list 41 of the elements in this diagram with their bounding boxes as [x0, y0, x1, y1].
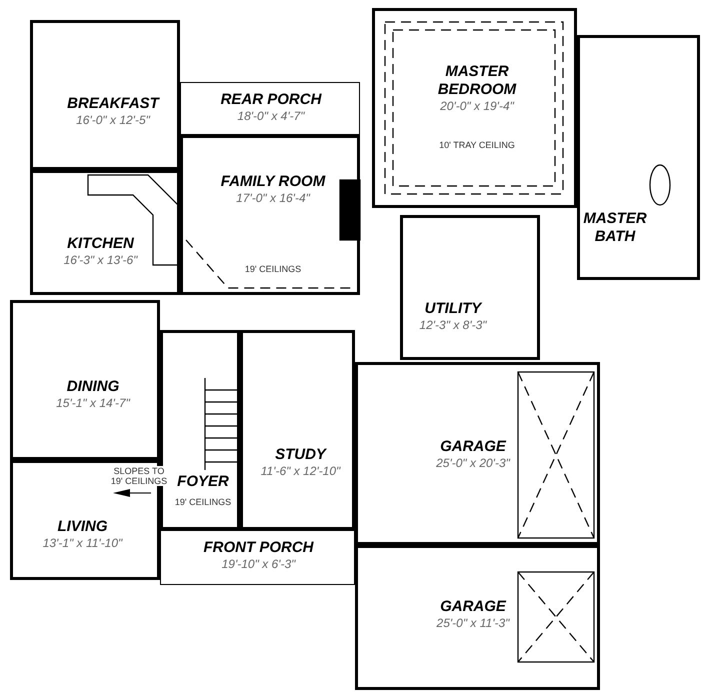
- room-name: REAR PORCH: [220, 91, 322, 109]
- room-outline: [160, 530, 355, 585]
- room-dimensions: 17'-0" x 16'-4": [236, 191, 310, 206]
- room-outline: [180, 82, 360, 135]
- room-dimensions: 12'-3" x 8'-3": [419, 318, 487, 333]
- room-dimensions: 16'-0" x 12'-5": [76, 113, 150, 128]
- room-name: FRONT PORCH: [204, 539, 314, 557]
- room-dimensions: 20'-0" x 19'-4": [440, 99, 514, 114]
- room-outline: [30, 170, 180, 295]
- room-name: STUDY: [275, 446, 326, 464]
- room-name: GARAGE: [440, 598, 506, 616]
- room-outline: [355, 362, 600, 545]
- room-dimensions: 11'-6" x 12'-10": [260, 464, 340, 479]
- room-dimensions: 15'-1" x 14'-7": [56, 396, 130, 411]
- room-outline: [180, 135, 360, 295]
- room-dimensions: 13'-1" x 11'-10": [42, 536, 122, 551]
- ceiling-note: 10' TRAY CEILING: [439, 140, 515, 151]
- room-name: DINING: [66, 378, 120, 396]
- room-name: FAMILY ROOM: [220, 173, 326, 191]
- room-name: MASTER BEDROOM: [436, 63, 518, 99]
- ceiling-note: 19' CEILINGS: [244, 264, 302, 275]
- room-outline: [372, 8, 577, 208]
- room-dimensions: 25'-0" x 20'-3": [436, 456, 510, 471]
- room-name: LIVING: [57, 518, 108, 536]
- room-dimensions: 18'-0" x 4'-7": [237, 109, 305, 124]
- room-outline: [400, 215, 540, 360]
- room-name: GARAGE: [440, 438, 506, 456]
- room-outline: [577, 35, 700, 280]
- room-dimensions: 25'-0" x 11'-3": [436, 616, 510, 631]
- room-dimensions: 19'-10" x 6'-3": [222, 557, 296, 572]
- room-outline: [240, 330, 355, 530]
- room-outline: [30, 20, 180, 170]
- room-name: MASTER BATH: [582, 210, 648, 246]
- room-name: FOYER: [177, 473, 229, 491]
- room-name: UTILITY: [424, 300, 482, 318]
- room-name: BREAKFAST: [67, 95, 159, 113]
- room-name: KITCHEN: [67, 235, 134, 253]
- ceiling-note: 19' CEILINGS: [174, 497, 232, 508]
- room-outline: [355, 545, 600, 690]
- room-dimensions: 16'-3" x 13'-6": [64, 253, 138, 268]
- room-outline: [10, 300, 160, 460]
